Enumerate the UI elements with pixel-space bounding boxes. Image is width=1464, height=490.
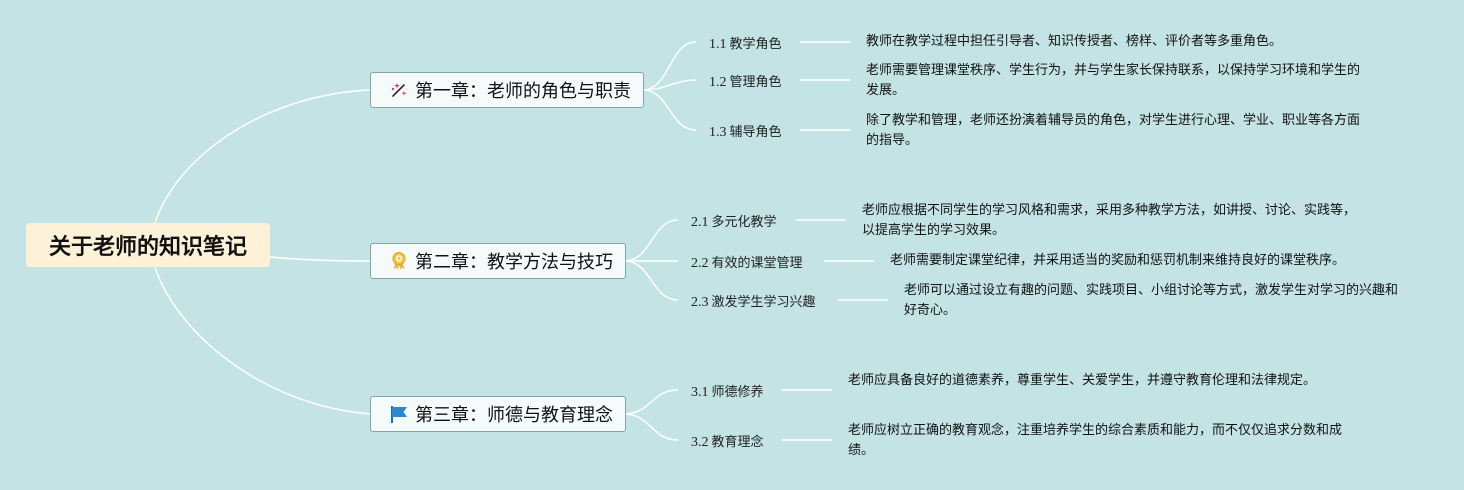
flag-icon bbox=[389, 404, 409, 424]
chapter-label-3: 第三章：师德与教育理念 bbox=[415, 405, 613, 426]
chapter-label-1: 第一章：老师的角色与职责 bbox=[415, 81, 631, 102]
connector-ch3-1 bbox=[625, 389, 679, 415]
desc-1-1: 教师在教学过程中担任引导者、知识传授者、榜样、评价者等多重角色。 bbox=[866, 34, 1283, 49]
connector-ch2-1 bbox=[625, 219, 679, 262]
sub-label: 教育理念 bbox=[711, 435, 764, 450]
desc-2-3: 老师可以通过设立有趣的问题、实践项目、小组讨论等方式，激发学生对学习的兴趣和好奇… bbox=[904, 283, 1399, 318]
sparkle-icon bbox=[389, 80, 409, 100]
desc-2-2: 老师需要制定课堂纪律，并采用适当的奖励和惩罚机制来维持良好的课堂秩序。 bbox=[890, 253, 1346, 268]
sub-label: 师德修养 bbox=[711, 385, 764, 400]
sub-number: 2.1 bbox=[691, 215, 709, 230]
sub-label: 有效的课堂管理 bbox=[711, 256, 803, 271]
sub-label: 管理角色 bbox=[729, 75, 782, 90]
medal-icon bbox=[389, 251, 409, 271]
connector-ch3-2 bbox=[625, 413, 679, 441]
root-title: 关于老师的知识笔记 bbox=[48, 235, 247, 260]
sub-label: 辅导角色 bbox=[729, 125, 782, 140]
sub-label: 教学角色 bbox=[729, 37, 782, 52]
desc-3-2: 老师应树立正确的教育观念，注重培养学生的综合素质和能力，而不仅仅追求分数和成绩。 bbox=[848, 423, 1343, 458]
root-node[interactable]: 关于老师的知识笔记 bbox=[26, 223, 270, 267]
connector-ch2-3 bbox=[625, 260, 679, 301]
sub-number: 1.3 bbox=[709, 125, 727, 140]
sub-number: 3.2 bbox=[691, 435, 709, 450]
desc-1-2: 老师需要管理课堂秩序、学生行为，并与学生家长保持联系，以保持学习环境和学生的发展… bbox=[866, 63, 1361, 98]
desc-3-1: 老师应具备良好的道德素养，尊重学生、关爱学生，并遵守教育伦理和法律规定。 bbox=[848, 373, 1317, 388]
chapter-node-1[interactable]: 第一章：老师的角色与职责 bbox=[370, 72, 644, 108]
sub-label: 激发学生学习兴趣 bbox=[711, 295, 816, 310]
sub-number: 2.3 bbox=[691, 295, 709, 310]
connector-root-ch1 bbox=[154, 89, 371, 224]
sub-label: 多元化教学 bbox=[711, 215, 777, 230]
connector-ch1-3 bbox=[643, 89, 697, 131]
desc-1-3: 除了教学和管理，老师还扮演着辅导员的角色，对学生进行心理、学业、职业等各方面的指… bbox=[866, 113, 1361, 148]
sub-number: 1.2 bbox=[709, 75, 727, 90]
sub-number: 3.1 bbox=[691, 385, 709, 400]
chapter-node-3[interactable]: 第三章：师德与教育理念 bbox=[370, 396, 626, 432]
sub-number: 2.2 bbox=[691, 256, 709, 271]
connector-ch1-2 bbox=[643, 79, 697, 91]
connector-ch1-1 bbox=[643, 41, 697, 91]
desc-2-1: 老师应根据不同学生的学习风格和需求，采用多种教学方法，如讲授、讨论、实践等，以提… bbox=[862, 203, 1357, 238]
connector-root-ch2 bbox=[269, 256, 371, 262]
chapter-node-2[interactable]: 第二章：教学方法与技巧 bbox=[370, 243, 626, 279]
sub-number: 1.1 bbox=[709, 37, 727, 52]
chapter-label-2: 第二章：教学方法与技巧 bbox=[415, 252, 613, 273]
connector-root-ch3 bbox=[154, 266, 371, 415]
